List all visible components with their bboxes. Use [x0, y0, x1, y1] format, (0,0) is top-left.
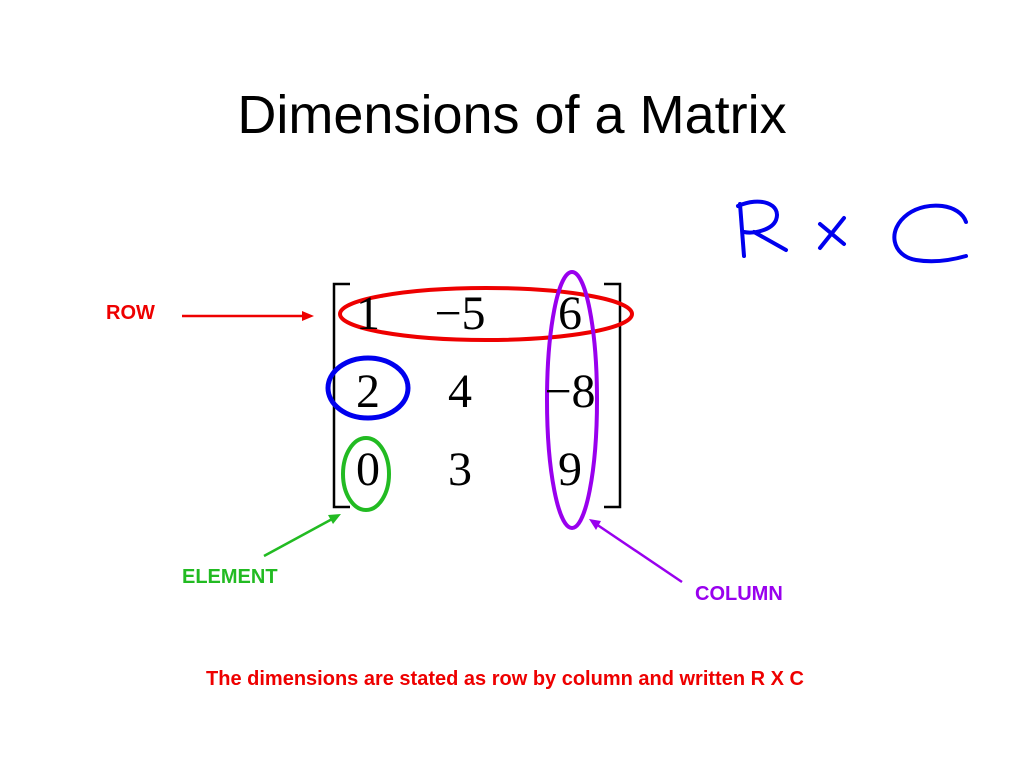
footer-note: The dimensions are stated as row by colu… [206, 668, 804, 690]
column-highlight-ellipse [545, 270, 599, 530]
column-label: COLUMN [695, 583, 783, 605]
element-arrow [263, 516, 335, 558]
matrix-cell: −5 [434, 287, 486, 340]
element-label: ELEMENT [182, 566, 278, 588]
element-arrow-head [328, 514, 341, 524]
slide-title: Dimensions of a Matrix [237, 85, 787, 145]
matrix-cell: 9 [558, 443, 582, 496]
element-0-ellipse [341, 436, 391, 512]
matrix-cell: 4 [448, 365, 472, 418]
column-arrow-head [589, 519, 601, 530]
row-arrow-head [302, 311, 314, 321]
matrix-cell: 0 [356, 443, 380, 496]
handwritten-rxc [736, 199, 968, 264]
matrix-cell: 6 [558, 287, 582, 340]
element-2-circle [325, 355, 411, 421]
matrix-cell: 3 [448, 443, 472, 496]
row-label: ROW [106, 302, 155, 324]
column-arrow [595, 522, 683, 584]
matrix-cell: 1 [356, 287, 380, 340]
left-bracket [332, 282, 350, 509]
matrix-cell: −8 [544, 365, 596, 418]
matrix-cell: 2 [356, 365, 380, 418]
right-bracket [604, 282, 622, 509]
row-highlight-ellipse [338, 286, 634, 342]
